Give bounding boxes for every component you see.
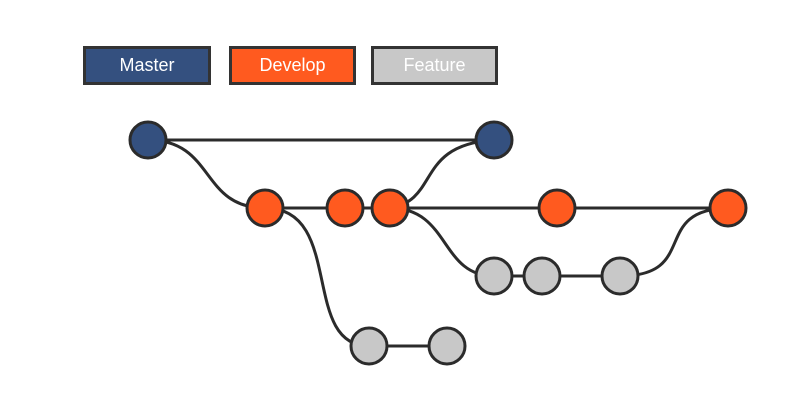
commit-feature-b-1 xyxy=(474,256,514,296)
legend-feature: Feature xyxy=(371,46,498,85)
legend-develop: Develop xyxy=(229,46,356,85)
commit-feature-a-2 xyxy=(427,326,467,366)
graph-nodes xyxy=(128,120,748,366)
legend-master-label: Master xyxy=(119,55,175,75)
edge-master-to-develop xyxy=(147,138,266,210)
commit-develop-2 xyxy=(325,188,365,228)
commit-develop-4 xyxy=(537,188,577,228)
legend-feature-label: Feature xyxy=(403,55,466,75)
legend-develop-label: Develop xyxy=(259,55,326,75)
commit-feature-a-1 xyxy=(349,326,389,366)
legend-master: Master xyxy=(83,46,211,85)
commit-feature-b-3 xyxy=(600,256,640,296)
commit-feature-b-2 xyxy=(522,256,562,296)
commit-master-1 xyxy=(128,120,168,160)
edge-develop-to-feature-a xyxy=(264,206,370,348)
commit-develop-3 xyxy=(370,188,410,228)
commit-develop-1 xyxy=(245,188,285,228)
graph-edges xyxy=(147,138,729,348)
commit-master-2 xyxy=(474,120,514,160)
edge-feature-b-merge-to-develop xyxy=(619,206,729,278)
commit-develop-5 xyxy=(708,188,748,228)
